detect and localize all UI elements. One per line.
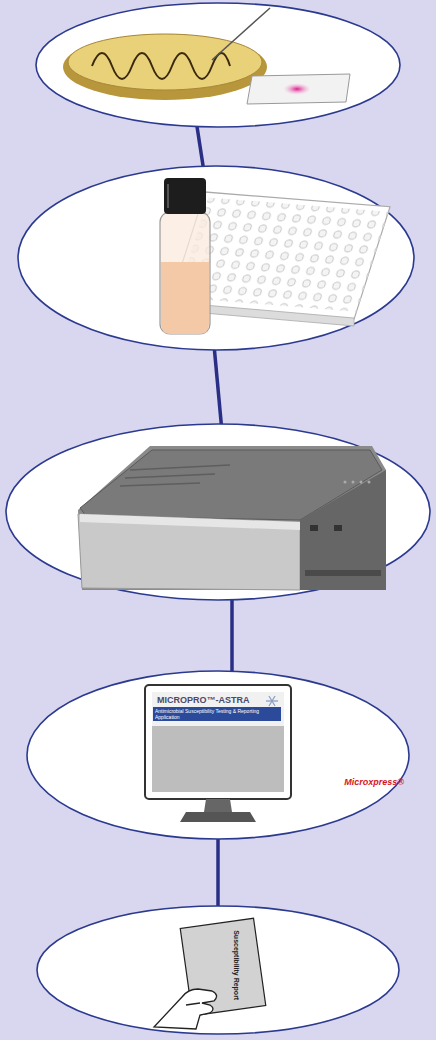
report-ellipse: Susceptibility Report	[36, 905, 400, 1035]
software-ellipse: MICROPRO™-ASTRAAntimicrobial Susceptibil…	[26, 670, 410, 840]
brand-name: Microxpress®	[344, 777, 404, 788]
sample-vial	[160, 178, 210, 334]
plate-reader	[78, 446, 386, 590]
computer-monitor	[145, 685, 291, 822]
step-ellipse	[18, 166, 414, 350]
step-ellipse	[36, 3, 400, 127]
petri-dish	[63, 8, 270, 100]
step-ellipse	[6, 424, 430, 600]
app-title: MICROPRO™-ASTRA	[157, 695, 250, 706]
ellipse-outline	[36, 905, 400, 1035]
microscope-slide	[247, 74, 350, 104]
step-connector	[218, 839, 219, 906]
report-title: Susceptibility Report	[232, 930, 240, 1000]
app-subtitle: Antimicrobial Susceptibility Testing & R…	[153, 707, 281, 721]
hand-icon	[154, 989, 217, 1029]
